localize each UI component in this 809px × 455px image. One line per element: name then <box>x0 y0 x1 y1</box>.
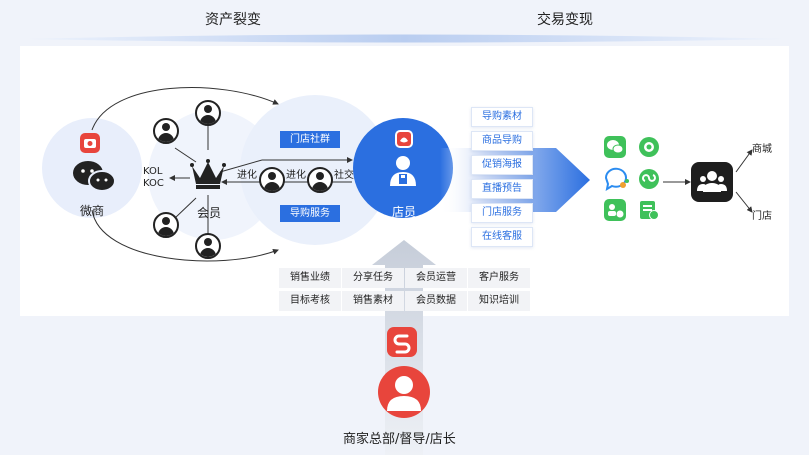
asset-fission-title: 资产裂变 <box>205 12 261 28</box>
feature-promo-poster[interactable]: 促销海报 <box>471 155 533 175</box>
moments-icon <box>639 137 659 157</box>
member-avatar <box>195 100 221 126</box>
member-avatar <box>195 233 221 259</box>
member-label: 会员 <box>197 206 222 220</box>
crown-icon <box>190 159 226 189</box>
social-label: 社交 <box>334 170 354 181</box>
contact-card-icon <box>604 199 626 221</box>
member-avatar <box>153 118 179 144</box>
header-band <box>20 34 789 43</box>
camera-icon <box>80 133 100 153</box>
clerk-icon <box>390 156 416 186</box>
verified-doc-icon <box>640 201 659 220</box>
feature-live-preview[interactable]: 直播预告 <box>471 179 533 199</box>
chat-bubble-icon <box>604 167 629 191</box>
koc-label: KOC <box>143 178 164 189</box>
evolve-label: 进化 <box>286 170 306 181</box>
task-cell: 分享任务 <box>342 268 404 288</box>
feature-guide-material[interactable]: 导购素材 <box>471 107 533 127</box>
task-cell: 会员数据 <box>405 291 467 311</box>
feature-product-guide[interactable]: 商品导购 <box>471 131 533 151</box>
evolve-label: 进化 <box>237 170 257 181</box>
fan-avatar <box>307 167 333 193</box>
member-avatar <box>153 212 179 238</box>
task-cell: 销售素材 <box>342 291 404 311</box>
trade-monetization-title: 交易变现 <box>537 12 593 28</box>
fan-avatar <box>259 167 285 193</box>
store-label: 门店 <box>752 211 772 222</box>
feature-online-support[interactable]: 在线客服 <box>471 227 533 247</box>
wechat-icon <box>604 136 626 158</box>
wechat-icon <box>73 161 116 192</box>
manager-avatar-icon <box>378 366 430 418</box>
task-cell: 客户服务 <box>468 268 530 288</box>
guide-service-button[interactable]: 导购服务 <box>280 205 340 222</box>
task-cell: 会员运营 <box>405 268 467 288</box>
kol-label: KOL <box>143 166 163 177</box>
miniprogram-icon <box>639 169 659 189</box>
store-group-button[interactable]: 门店社群 <box>280 131 340 148</box>
role-label: 商家总部/督导/店长 <box>343 432 456 447</box>
weishang-label: 微商 <box>80 204 105 218</box>
mall-label: 商城 <box>752 144 772 155</box>
task-cell: 目标考核 <box>279 291 341 311</box>
task-cell: 知识培训 <box>468 291 530 311</box>
group-icon <box>691 162 733 202</box>
task-cell: 销售业绩 <box>279 268 341 288</box>
store-logo-icon <box>395 130 413 148</box>
feature-store-service[interactable]: 门店服务 <box>471 203 533 223</box>
brand-app-icon <box>387 327 417 357</box>
clerk-label: 店员 <box>392 205 417 219</box>
